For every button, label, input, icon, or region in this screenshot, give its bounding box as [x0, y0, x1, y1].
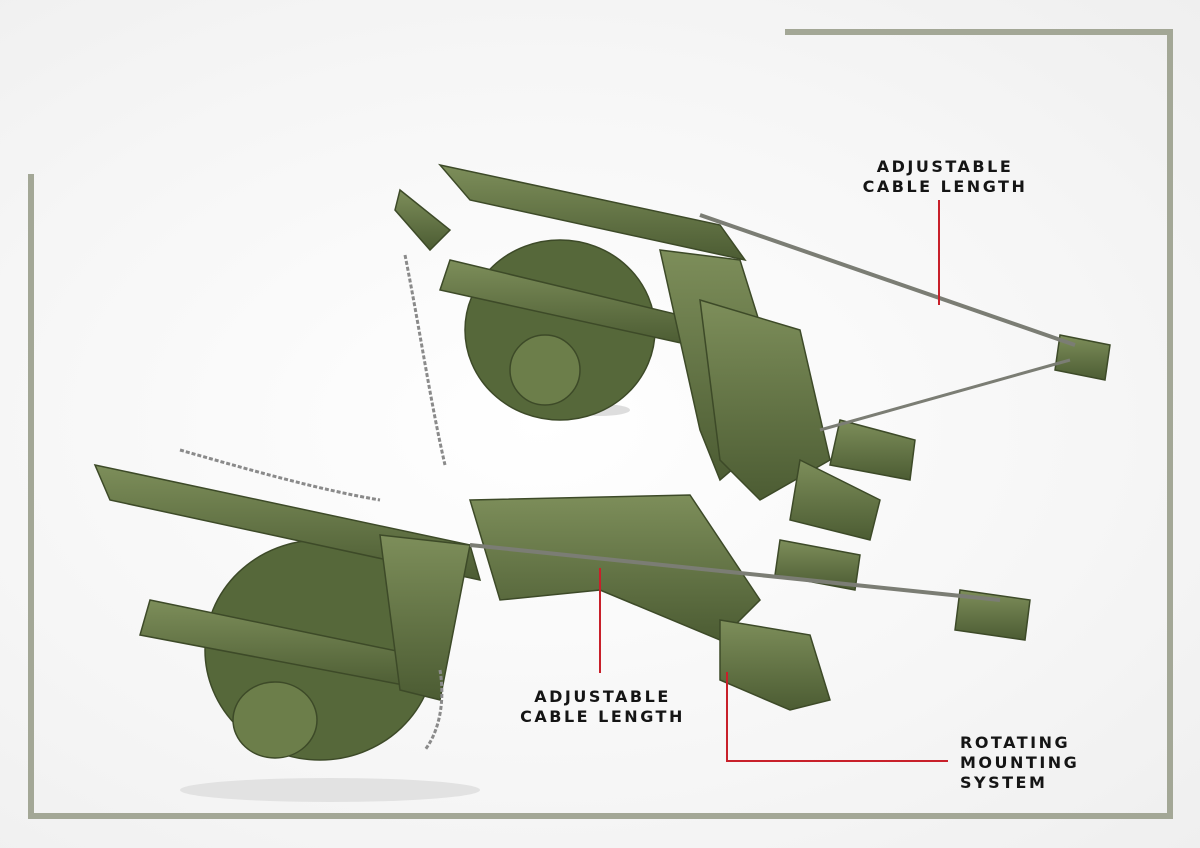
lower-roller-unit	[93, 463, 1031, 802]
lower-cable	[469, 543, 1001, 602]
frame-top-line	[785, 29, 1173, 35]
callout-rotating-mounting-system: ROTATING MOUNTING SYSTEM	[960, 733, 1110, 793]
callout-line: MOUNTING	[960, 753, 1080, 772]
upper-roller-unit	[394, 163, 1111, 541]
frame-right-line	[1167, 29, 1173, 819]
callout-line: CABLE LENGTH	[520, 707, 685, 726]
leader-line-middle-cable	[599, 568, 601, 673]
callout-line: ROTATING	[960, 733, 1071, 752]
callout-line: SYSTEM	[960, 773, 1048, 792]
frame-bottom-line	[28, 813, 1173, 819]
upper-cable	[699, 213, 1076, 347]
frame-left-line	[28, 174, 34, 819]
leader-line-rotating-mount-vertical	[726, 672, 728, 762]
callout-line: ADJUSTABLE	[534, 687, 671, 706]
callout-line: ADJUSTABLE	[876, 157, 1014, 176]
callout-middle-cable-length: ADJUSTABLE CABLE LENGTH	[500, 687, 705, 727]
leader-line-rotating-mount-horizontal	[726, 760, 948, 762]
leader-line-top-cable	[938, 200, 940, 305]
callout-top-cable-length: ADJUSTABLE CABLE LENGTH	[840, 157, 1050, 197]
chain	[403, 254, 447, 466]
callout-line: CABLE LENGTH	[862, 177, 1028, 196]
